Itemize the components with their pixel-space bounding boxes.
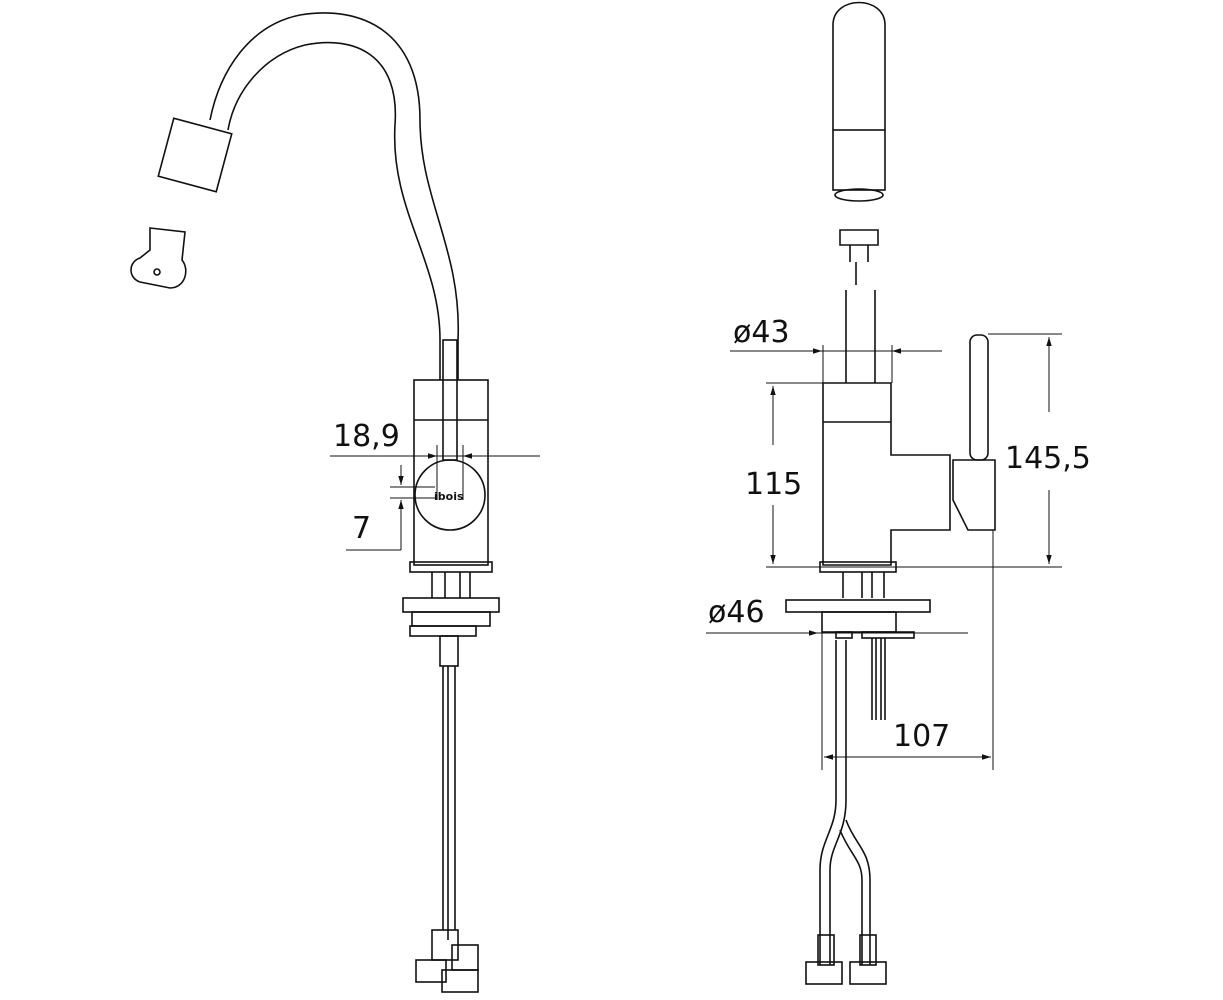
lever — [442, 339, 458, 461]
hose-nut-1b — [415, 959, 447, 983]
mixer-body-side — [822, 382, 951, 566]
lever-cap — [414, 459, 486, 531]
supply-hoses — [442, 666, 456, 940]
base-ring — [409, 561, 493, 573]
spout-nozzle-side — [832, 129, 886, 191]
dim-lever-width: 18,9 — [333, 419, 400, 454]
spout-nozzle — [157, 117, 233, 193]
lever-side — [969, 334, 989, 461]
mixer-body — [413, 379, 489, 566]
hose-nut-b — [849, 961, 887, 985]
lever-handle — [952, 459, 996, 531]
aerator-key-hole — [153, 268, 161, 276]
dim-logo-offset: 7 — [352, 511, 371, 546]
studs — [431, 572, 471, 598]
washer — [409, 625, 477, 637]
aerator-ring — [834, 188, 884, 202]
spout-top — [832, 1, 886, 130]
mount-nut — [411, 611, 491, 627]
dim-body-height: 115 — [745, 467, 802, 502]
front-view: ibois 18,9 7 — [130, 12, 540, 993]
dim-base-diameter: ø46 — [708, 595, 765, 630]
supply-hose-a — [819, 640, 847, 965]
hose-nut-2b — [441, 969, 479, 993]
hose-nut-a — [805, 961, 843, 985]
hose-fitting-side — [871, 638, 886, 720]
dim-projection: 107 — [893, 719, 950, 754]
aerator-insert — [839, 229, 879, 285]
gooseneck-spout-inner — [227, 41, 441, 380]
mount-plate — [402, 597, 500, 613]
dim-overall-lever-height: 145,5 — [1005, 441, 1091, 476]
mount-nut-side — [821, 611, 897, 633]
hose-fitting — [439, 635, 459, 667]
dim-spout-diameter: ø43 — [733, 315, 790, 350]
supply-hose-b — [839, 819, 871, 965]
brand-logo: ibois — [434, 490, 464, 503]
aerator-key — [130, 227, 187, 289]
spout-tube — [845, 290, 876, 383]
mount-plate-side — [785, 599, 931, 613]
hose-nut-2 — [451, 944, 479, 971]
gooseneck-spout-outer — [209, 12, 460, 380]
side-view: ø43 115 145,5 ø46 107 — [706, 1, 1091, 985]
